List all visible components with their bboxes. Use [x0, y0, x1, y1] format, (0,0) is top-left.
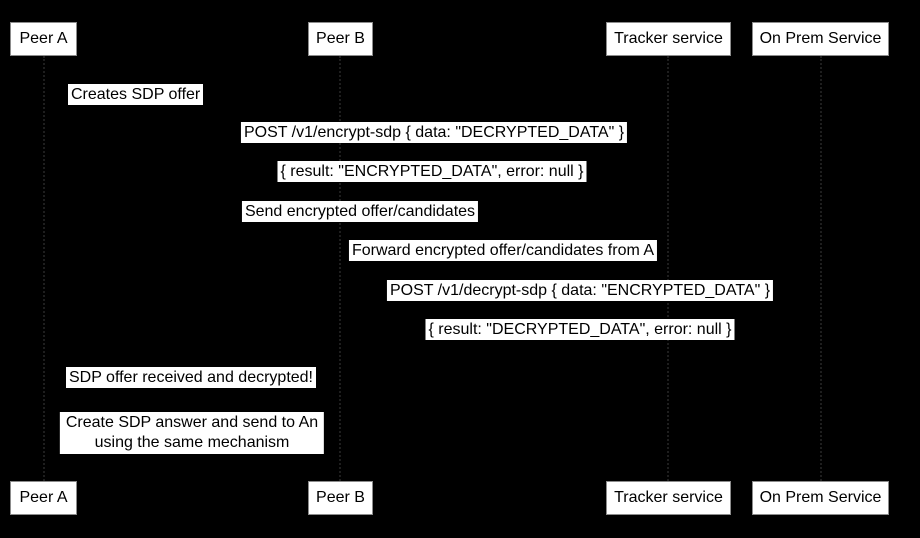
- actor-label: Peer A: [19, 489, 68, 506]
- lifeline-on-prem-service: [820, 56, 822, 481]
- actor-tracker-service-bottom: Tracker service: [606, 481, 731, 515]
- note-create-sdp-answer: Create SDP answer and send to An using t…: [59, 412, 325, 454]
- actor-label: Peer B: [316, 30, 365, 47]
- actor-label: Tracker service: [614, 489, 723, 506]
- message-post-decrypt-sdp: POST /v1/decrypt-sdp { data: "ENCRYPTED_…: [386, 280, 774, 301]
- actor-peer-a-top: Peer A: [10, 22, 77, 56]
- actor-label: Peer A: [19, 30, 68, 47]
- lifeline-peer-a: [43, 56, 45, 481]
- message-send-encrypted-offer: Send encrypted offer/candidates: [241, 201, 479, 222]
- message-post-encrypt-sdp: POST /v1/encrypt-sdp { data: "DECRYPTED_…: [240, 122, 628, 143]
- lifeline-tracker-service: [667, 56, 669, 481]
- actor-tracker-service-top: Tracker service: [606, 22, 731, 56]
- actor-on-prem-service-bottom: On Prem Service: [752, 481, 889, 515]
- message-forward-encrypted-offer: Forward encrypted offer/candidates from …: [348, 240, 658, 261]
- message-sdp-offer-received: SDP offer received and decrypted!: [66, 367, 316, 388]
- actor-label: Tracker service: [614, 30, 723, 47]
- message-creates-sdp-offer: Creates SDP offer: [68, 84, 204, 105]
- message-result-encrypted-data: { result: "ENCRYPTED_DATA", error: null …: [277, 161, 587, 182]
- note-line-2: using the same mechanism: [94, 434, 290, 451]
- actor-label: On Prem Service: [759, 30, 882, 47]
- actor-peer-b-bottom: Peer B: [308, 481, 373, 515]
- message-result-decrypted-data: { result: "DECRYPTED_DATA", error: null …: [425, 319, 735, 340]
- lifeline-peer-b: [339, 56, 341, 481]
- actor-on-prem-service-top: On Prem Service: [752, 22, 889, 56]
- note-line-1: Create SDP answer and send to An: [65, 414, 319, 431]
- actor-label: Peer B: [316, 489, 365, 506]
- actor-label: On Prem Service: [759, 489, 882, 506]
- actor-peer-b-top: Peer B: [308, 22, 373, 56]
- actor-peer-a-bottom: Peer A: [10, 481, 77, 515]
